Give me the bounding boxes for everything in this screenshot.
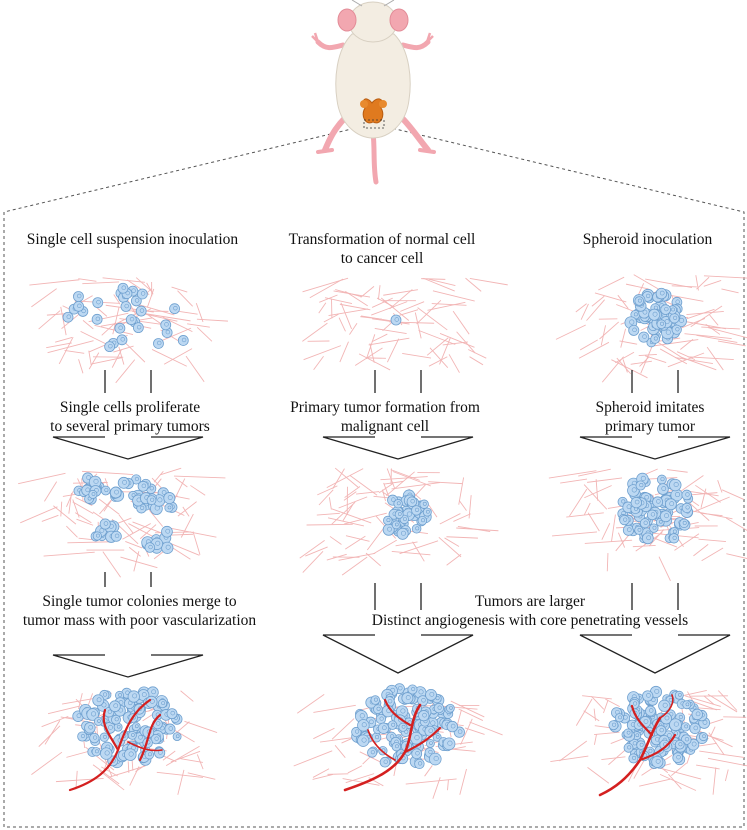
col1-step1-line1: Single cells proliferate	[59, 399, 201, 416]
mouse-illustration	[311, 0, 436, 185]
col3-row2-tissue	[548, 468, 747, 582]
dashed-frame	[3, 126, 745, 828]
col3-row1-tissue	[555, 274, 747, 383]
col1-step2-line1: Single tumor colonies merge to	[42, 593, 237, 610]
col2-row1-tissue	[302, 277, 508, 373]
col3-row3-tissue	[550, 685, 747, 797]
col2-arrow-2	[322, 583, 474, 674]
col1-arrow-2	[52, 572, 204, 678]
col2-step1-label: Primary tumor formation from malignant c…	[280, 398, 490, 436]
col3-title: Spheroid inoculation	[582, 231, 713, 248]
col1-row3-tissue	[31, 686, 218, 795]
col1-step1-line2: to several primary tumors	[50, 418, 210, 435]
col2-title: Transformation of normal cell to cancer …	[282, 230, 482, 268]
col2-step1-line2: malignant cell	[340, 418, 430, 435]
col2-row2-tissue	[299, 467, 499, 576]
shared-step2-line1: Tumors are larger	[474, 593, 586, 610]
col1-title: Single cell suspension inoculation	[26, 231, 239, 248]
col2-title-line2: to cancer cell	[340, 250, 424, 267]
col1-step1-label: Single cells proliferate to several prim…	[15, 398, 245, 436]
col2-step1-line1: Primary tumor formation from	[290, 399, 480, 416]
col3-arrow-1	[579, 370, 731, 460]
col3-step1-line1: Spheroid imitates	[595, 399, 705, 416]
col3-step1-label: Spheroid imitates primary tumor	[580, 398, 720, 436]
col1-arrow-1	[52, 370, 204, 460]
col2-title-line1: Transformation of normal cell	[288, 231, 476, 248]
col1-step2-label: Single tumor colonies merge to tumor mas…	[2, 592, 277, 630]
shared-step2-line2: Distinct angiogenesis with core penetrat…	[371, 612, 689, 629]
col2-row3-tissue	[293, 683, 503, 799]
col3-step1-line2: primary tumor	[605, 418, 695, 435]
col2-arrow-1	[322, 370, 474, 460]
col1-row1-tissue	[29, 277, 228, 384]
col1-step2-line2: tumor mass with poor vascularization	[22, 612, 257, 629]
col1-row2-tissue	[18, 467, 226, 578]
col3-arrow-2	[579, 583, 731, 674]
